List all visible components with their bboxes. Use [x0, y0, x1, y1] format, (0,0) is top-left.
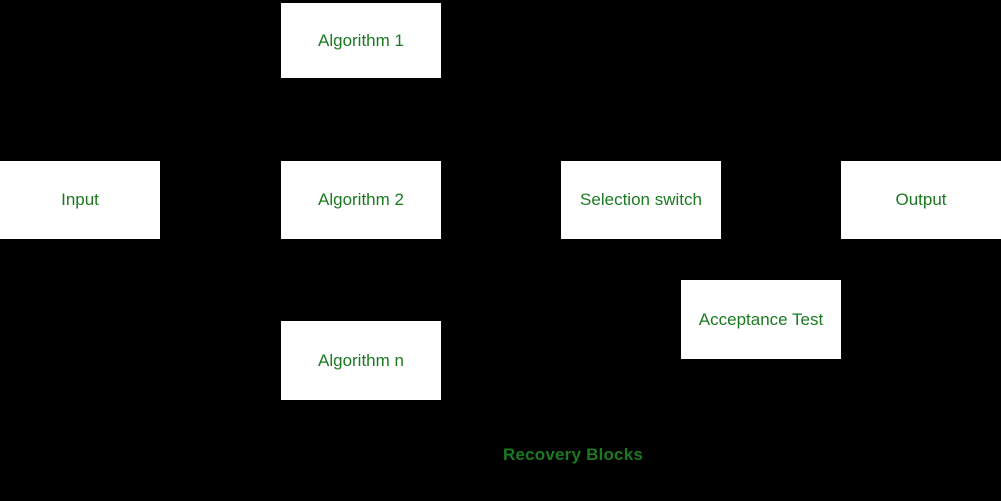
node-algorithm-2-label: Algorithm 2 [318, 190, 404, 209]
node-output: Output [841, 161, 1001, 239]
node-acceptance-test: Acceptance Test [681, 280, 841, 359]
node-algorithm-1: Algorithm 1 [281, 3, 441, 78]
node-selection-switch-label: Selection switch [580, 190, 702, 209]
node-selection-switch: Selection switch [561, 161, 721, 239]
node-input: Input [0, 161, 160, 239]
node-input-label: Input [61, 190, 99, 209]
node-algorithm-n: Algorithm n [281, 321, 441, 400]
node-algorithm-1-label: Algorithm 1 [318, 30, 404, 50]
node-algorithm-n-label: Algorithm n [318, 350, 404, 370]
node-algorithm-2: Algorithm 2 [281, 161, 441, 239]
node-output-label: Output [895, 190, 947, 209]
diagram-caption: Recovery Blocks [503, 445, 644, 464]
node-acceptance-test-label: Acceptance Test [698, 309, 824, 329]
